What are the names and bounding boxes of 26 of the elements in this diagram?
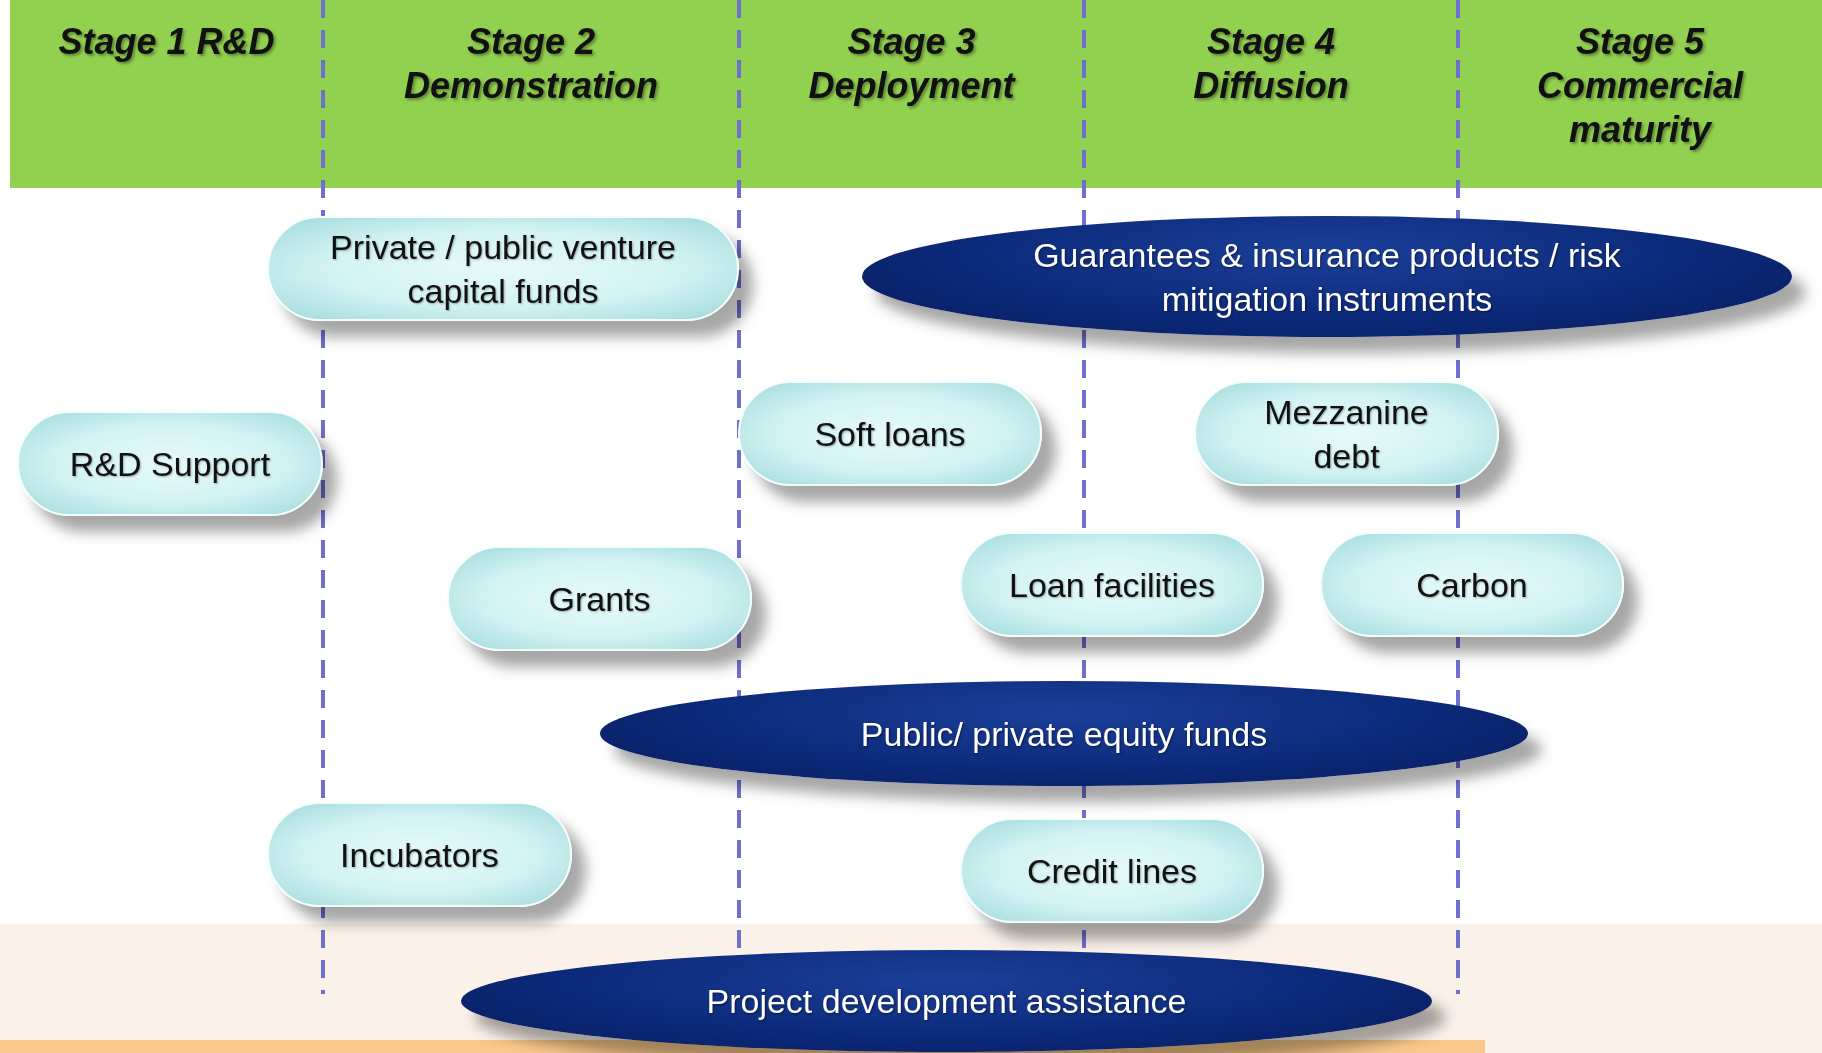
pill-label: Mezzanine debt bbox=[1263, 391, 1430, 477]
stage-heading: Stage 2 Demonstration bbox=[403, 20, 659, 108]
pill-label: Loan facilities bbox=[1008, 564, 1216, 606]
funding-pill bbox=[960, 818, 1264, 923]
stage-heading: Stage 5 Commercial maturity bbox=[1535, 20, 1745, 152]
funding-pill bbox=[1194, 381, 1499, 486]
funding-pill bbox=[267, 216, 739, 321]
pill-label: Project development assistance bbox=[705, 981, 1188, 1022]
funding-pill bbox=[960, 532, 1264, 637]
pill-label: Grants bbox=[547, 578, 652, 620]
pill-label: Credit lines bbox=[1025, 850, 1199, 892]
pill-label: Guarantees & insurance products / risk mitigation instruments bbox=[1032, 234, 1622, 320]
funding-pill bbox=[447, 546, 752, 651]
pill-label: R&D Support bbox=[68, 443, 272, 485]
stage-heading: Stage 1 R&D bbox=[57, 20, 276, 64]
funding-pill bbox=[738, 381, 1042, 486]
funding-pill bbox=[1320, 532, 1624, 637]
stage-heading: Stage 3 Deployment bbox=[807, 20, 1017, 108]
pill-label: Incubators bbox=[339, 834, 500, 876]
pill-label: Soft loans bbox=[813, 413, 967, 455]
funding-pill bbox=[17, 411, 323, 516]
pill-label: Private / public venture capital funds bbox=[329, 226, 677, 312]
funding-pill bbox=[267, 802, 572, 907]
pill-label: Public/ private equity funds bbox=[859, 713, 1269, 755]
stage-heading: Stage 4 Diffusion bbox=[1192, 20, 1350, 108]
pill-label: Carbon bbox=[1415, 564, 1529, 606]
